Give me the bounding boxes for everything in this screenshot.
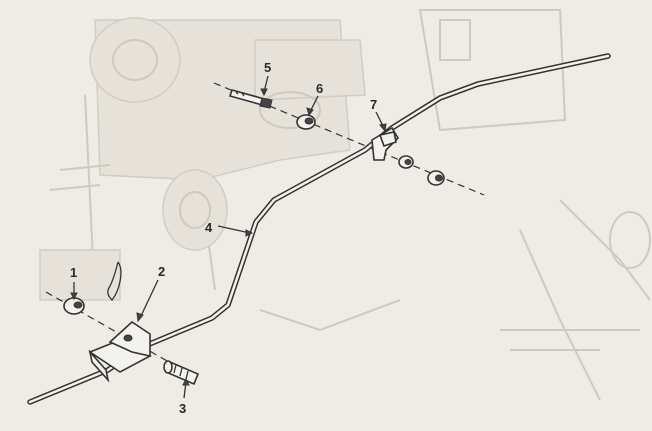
callout-6: 6 [316,81,323,96]
callout-7: 7 [370,97,377,112]
washer-pair [398,155,445,186]
callout-5: 5 [264,60,271,75]
callout-3: 3 [179,401,186,416]
callout-2: 2 [158,264,165,279]
rod-clevis [371,126,400,161]
sleeve [163,360,200,386]
lever-bracket [88,320,152,383]
cotter-pin [107,261,122,301]
callout-1: 1 [70,265,77,280]
callout-labels: 1 2 3 4 5 6 7 [70,60,377,416]
callout-leaders [70,75,387,399]
callout-4: 4 [205,220,213,235]
pin [228,89,273,109]
bushing-6 [296,114,316,130]
background-engine-ghost [39,9,651,401]
nut-1 [63,297,85,315]
